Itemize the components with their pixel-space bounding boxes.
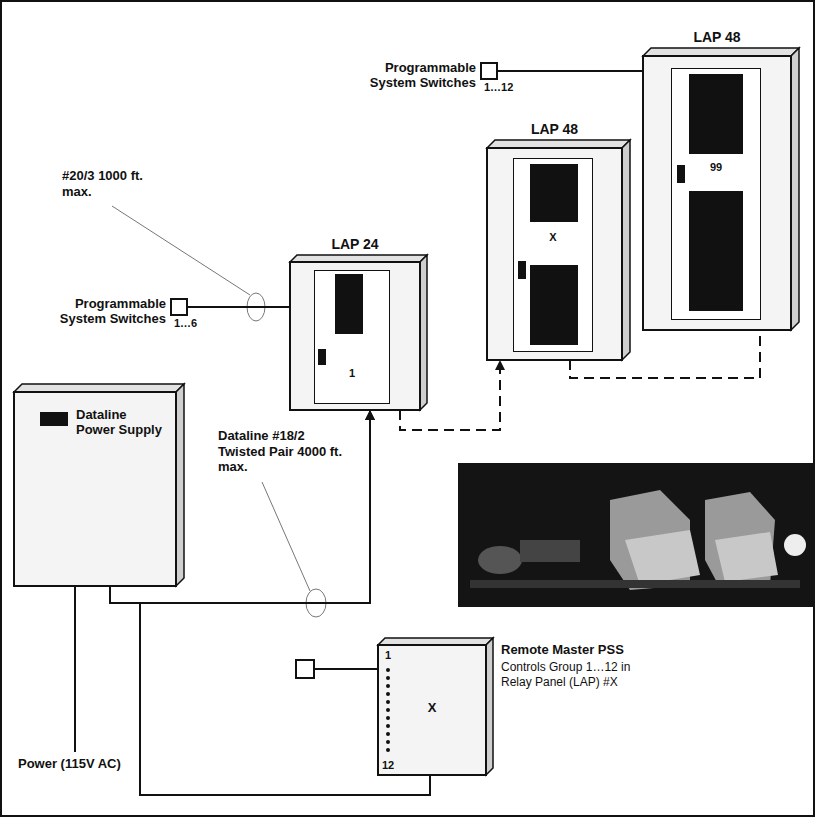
switch-box: Programmable System Switches1…6 — [170, 298, 188, 316]
cabinet-side — [420, 255, 427, 410]
cabinet-front — [487, 148, 622, 360]
switch-dot — [386, 692, 390, 696]
relay-panel: 1LAP 24 — [290, 262, 420, 410]
cabinet-front — [14, 392, 176, 586]
remote-master: Remote Master PSSControls Group 1…12 in … — [378, 645, 486, 775]
panel-latch — [318, 349, 326, 365]
cabinet-side — [486, 638, 493, 775]
switch-dot — [386, 708, 390, 712]
breaker-panel: X — [513, 158, 593, 352]
cabinet-side — [176, 384, 184, 586]
photo-part — [470, 580, 800, 588]
leader-line — [262, 482, 310, 591]
switch-wire — [314, 668, 378, 670]
switch-dot — [386, 724, 390, 728]
switch-dots — [378, 645, 398, 775]
relay-block — [530, 164, 578, 222]
switch-label: Programmable System Switches — [48, 297, 166, 327]
switch-box: Programmable System Switches1…12 — [480, 62, 498, 80]
panel-title: LAP 48 — [623, 29, 811, 45]
group-number: 1 — [385, 649, 391, 662]
cabinet-front — [290, 262, 420, 410]
remote-title: Remote Master PSS — [501, 643, 624, 658]
switch-dot — [386, 700, 390, 704]
switch-dot — [386, 668, 390, 672]
remote-note: Controls Group 1…12 in Relay Panel (LAP)… — [501, 660, 651, 690]
photo-part — [715, 532, 778, 582]
power-wire — [74, 586, 76, 752]
relay-panel: XLAP 48 — [487, 148, 622, 360]
group-number: 12 — [382, 759, 394, 772]
breaker-panel: 1 — [314, 270, 390, 404]
panel-number: X — [378, 701, 486, 716]
panel-title: LAP 48 — [467, 121, 642, 137]
cabinet-top — [290, 255, 427, 262]
panel-latch — [677, 165, 685, 183]
relay-block — [530, 265, 578, 345]
cabinet-front — [378, 645, 486, 775]
switch-range: 1…12 — [484, 81, 513, 94]
switch-dot — [386, 684, 390, 688]
panel-title: LAP 24 — [270, 236, 440, 252]
switch-range: 1…6 — [174, 317, 197, 330]
cabinet-top — [378, 638, 493, 645]
power-supply: Dataline Power Supply — [14, 392, 176, 586]
panel-number: 1 — [315, 367, 389, 380]
leader-line — [112, 206, 250, 295]
breaker-panel: 99 — [671, 68, 761, 320]
panel-number: 99 — [672, 161, 760, 174]
photo-part — [625, 530, 700, 585]
switch-dot — [386, 716, 390, 720]
relay-block — [335, 274, 363, 334]
cable-note: #20/3 1000 ft. max. — [62, 168, 152, 199]
switch-dot — [386, 740, 390, 744]
dataline-connector — [498, 71, 643, 72]
dataline-connector — [188, 307, 290, 308]
panel-number: X — [514, 231, 592, 244]
photo-part — [784, 534, 806, 556]
cable-note: Dataline #18/2 Twisted Pair 4000 ft. max… — [218, 428, 353, 475]
switch-symbol — [296, 660, 314, 678]
switch-dot — [386, 732, 390, 736]
connector-line — [498, 70, 643, 72]
panel-latch — [518, 261, 526, 279]
photo-ground — [458, 463, 815, 607]
relay-block — [689, 74, 743, 154]
cabinet-front — [643, 56, 791, 330]
supply-label: Dataline Power Supply — [76, 408, 162, 438]
relay-panel: 99LAP 48 — [643, 56, 791, 330]
cabinet-top — [487, 140, 630, 148]
switch-dot — [386, 748, 390, 752]
cabinet-side — [791, 48, 799, 330]
switch-label: Programmable System Switches — [358, 61, 476, 91]
relay-block — [689, 191, 743, 311]
photo-part — [478, 546, 522, 574]
photo-part — [520, 540, 580, 562]
connector-line — [188, 306, 290, 308]
indicator — [40, 412, 68, 426]
cabinet-top — [643, 48, 799, 56]
switch-dot — [386, 676, 390, 680]
cable-note: Power (115V AC) — [18, 756, 121, 772]
cabinet-top — [14, 384, 184, 392]
product-photo — [458, 463, 815, 607]
cabinet-side — [622, 140, 630, 360]
